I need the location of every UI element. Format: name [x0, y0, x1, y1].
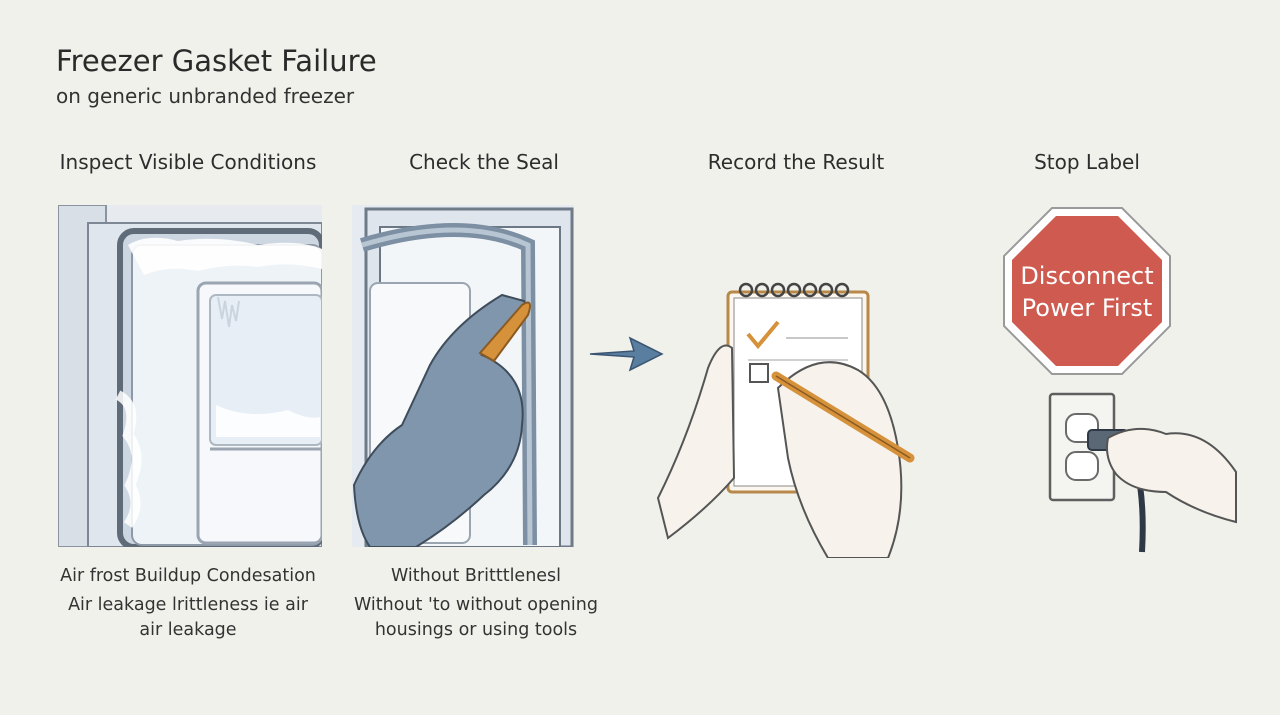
caption-line: Without Britttlenesl	[390, 566, 562, 586]
stop-sign-line-2: Power First	[1022, 294, 1153, 322]
panel-caption-inspect: Air frost Buildup Condesation Air leakag…	[60, 564, 316, 643]
check-seal-illustration	[352, 205, 574, 547]
caption-line: Air leakage lrittleness ie air	[68, 595, 308, 615]
notepad-illustration	[656, 282, 915, 558]
panel-heading-record: Record the Result	[707, 150, 885, 174]
page-subtitle: on generic unbranded freezer	[56, 84, 355, 108]
page-title: Freezer Gasket Failure	[56, 44, 377, 78]
caption-line: Without 'to without opening	[354, 595, 598, 615]
caption-line: air leakage	[139, 620, 237, 640]
stop-sign-line-1: Disconnect	[1020, 262, 1153, 290]
caption-line: Air frost Buildup Condesation	[60, 566, 316, 586]
panel-heading-inspect: Inspect Visible Conditions	[59, 150, 317, 174]
caption-line: housings or using tools	[374, 620, 578, 640]
arrow-right-icon	[589, 336, 664, 372]
stop-sign: Disconnect Power First	[1003, 207, 1171, 375]
outlet-unplug-illustration	[1048, 392, 1237, 553]
panel-heading-stop: Stop Label	[1034, 150, 1140, 174]
frosted-freezer-illustration	[58, 205, 322, 547]
panel-heading-check-seal: Check the Seal	[409, 150, 559, 174]
panel-caption-check-seal: Without Britttlenesl Without 'to without…	[354, 564, 598, 643]
